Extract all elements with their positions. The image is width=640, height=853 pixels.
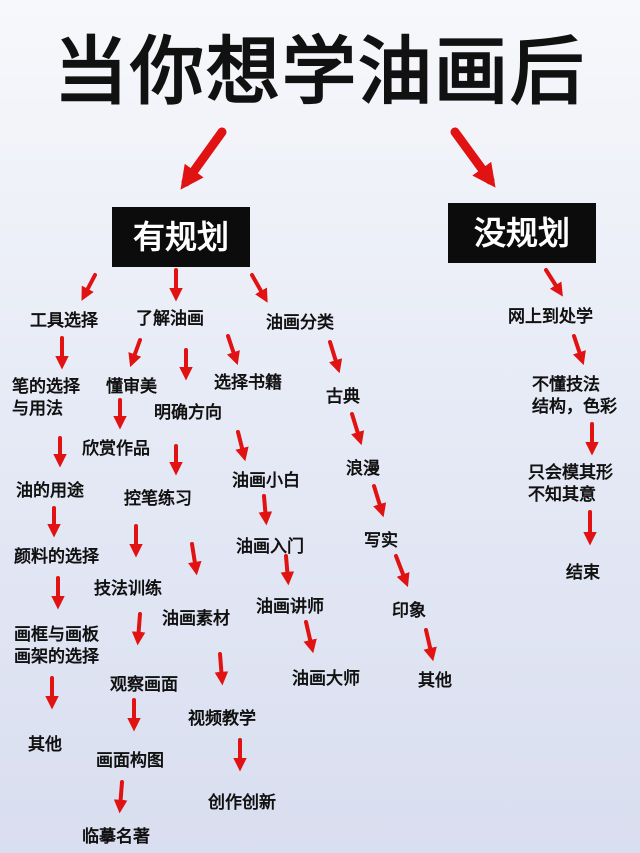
- node-appreciate: 欣赏作品: [82, 439, 150, 459]
- node-imitate-line1: 只会模其形: [528, 463, 613, 483]
- arrow: [128, 338, 142, 368]
- node-frame-line2: 画架的选择: [14, 647, 99, 667]
- node-imitate-line2: 不知其意: [528, 485, 596, 505]
- node-romantic: 浪漫: [346, 459, 380, 479]
- page-title: 当你想学油画后: [54, 29, 586, 115]
- arrow: [572, 334, 586, 366]
- arrow: [350, 412, 365, 446]
- plan-box: 有规划: [112, 207, 250, 267]
- arrow: [328, 340, 343, 374]
- node-frame: 画框与画板 画架的选择: [14, 624, 99, 668]
- node-direction: 明确方向: [154, 403, 222, 423]
- node-teacher: 油画讲师: [256, 597, 324, 617]
- node-control: 控笔练习: [124, 489, 192, 509]
- arrow: [226, 334, 240, 366]
- node-no-tech-line2: 结构，色彩: [532, 397, 617, 417]
- arrow: [188, 542, 202, 576]
- node-create: 创作创新: [208, 793, 276, 813]
- node-composition: 画面构图: [96, 751, 164, 771]
- node-master: 油画大师: [292, 669, 360, 689]
- node-frame-line1: 画框与画板: [14, 625, 99, 645]
- node-realism: 写实: [364, 531, 398, 551]
- node-beginner: 油画小白: [232, 471, 300, 491]
- node-other-mid: 其他: [418, 671, 452, 691]
- node-classify: 油画分类: [266, 313, 334, 333]
- node-materials: 油画素材: [162, 609, 230, 629]
- node-intro: 油画入门: [236, 537, 304, 557]
- node-video: 视频教学: [188, 709, 256, 729]
- arrow: [394, 554, 410, 588]
- node-other-left: 其他: [28, 735, 62, 755]
- node-online: 网上到处学: [508, 307, 593, 327]
- node-aesthetic: 懂审美: [106, 377, 157, 397]
- node-copy: 临摹名著: [82, 827, 150, 847]
- arrow: [81, 273, 97, 301]
- node-no-tech-line1: 不懂技法: [532, 375, 600, 395]
- node-end: 结束: [566, 563, 600, 583]
- node-classic: 古典: [326, 387, 360, 407]
- arrow: [423, 628, 437, 662]
- node-observe: 观察画面: [110, 675, 178, 695]
- arrow-title-to-noplan: [450, 127, 496, 188]
- arrow: [303, 620, 317, 654]
- node-technique: 技法训练: [94, 579, 162, 599]
- arrow: [280, 554, 295, 586]
- node-impression: 印象: [392, 601, 426, 621]
- node-books: 选择书籍: [214, 373, 282, 393]
- arrow: [250, 273, 268, 303]
- arrow: [214, 652, 229, 686]
- arrow: [258, 494, 273, 526]
- arrow: [131, 612, 146, 646]
- no-plan-box: 没规划: [448, 203, 596, 263]
- arrow: [235, 430, 249, 462]
- node-understand: 了解油画: [136, 309, 204, 329]
- node-pigment: 颜料的选择: [14, 547, 99, 567]
- node-tools: 工具选择: [30, 311, 98, 331]
- node-brush-line1: 笔的选择: [12, 377, 80, 397]
- arrow: [372, 484, 387, 518]
- arrow-title-to-plan: [180, 127, 227, 190]
- arrow: [113, 780, 128, 814]
- node-imitate: 只会模其形 不知其意: [528, 462, 613, 506]
- node-oil-use: 油的用途: [16, 481, 84, 501]
- node-no-tech: 不懂技法 结构，色彩: [532, 374, 617, 418]
- node-brush-line2: 与用法: [12, 399, 63, 419]
- arrow: [544, 268, 563, 297]
- node-brush: 笔的选择 与用法: [12, 376, 80, 420]
